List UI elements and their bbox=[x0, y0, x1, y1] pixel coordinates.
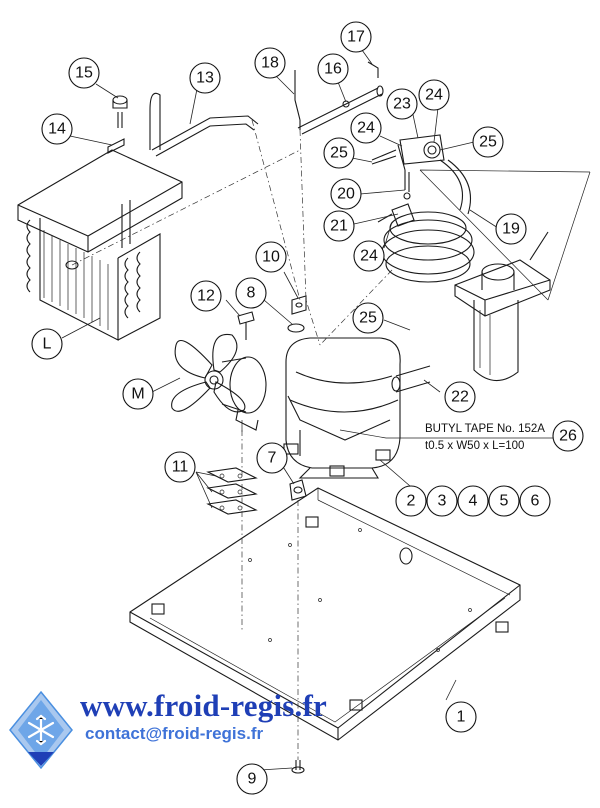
assembly-lines bbox=[71, 119, 591, 760]
discharge-pipe bbox=[107, 92, 259, 157]
callout-22-label: 22 bbox=[451, 389, 469, 406]
callout-9-label: 9 bbox=[248, 771, 257, 788]
callout-M: M bbox=[122, 378, 154, 410]
callout-7-label: 7 bbox=[268, 450, 277, 467]
callout-21-label: 21 bbox=[330, 218, 348, 235]
callout-19: 19 bbox=[495, 213, 527, 245]
callout-11-label: 11 bbox=[172, 459, 189, 476]
callout-17-label: 17 bbox=[347, 29, 365, 46]
callout-20-label: 20 bbox=[337, 186, 355, 203]
accumulator bbox=[454, 231, 551, 382]
callout-25-mid-label: 25 bbox=[359, 310, 377, 327]
base-plate bbox=[129, 487, 521, 741]
callout-26: 26 bbox=[552, 420, 584, 452]
callout-24-mid: 24 bbox=[350, 112, 382, 144]
callout-6-label: 6 bbox=[531, 493, 540, 510]
callout-3: 3 bbox=[426, 485, 458, 517]
callout-M-label: M bbox=[131, 386, 144, 403]
fasteners bbox=[206, 295, 307, 774]
butyl-tape-note: BUTYL TAPE No. 152A t0.5 x W50 x L=100 bbox=[425, 423, 545, 452]
callout-16-label: 16 bbox=[324, 61, 342, 78]
callout-18-label: 18 bbox=[261, 55, 279, 72]
callout-6: 6 bbox=[519, 485, 551, 517]
callout-19-label: 19 bbox=[502, 221, 520, 238]
callout-20: 20 bbox=[330, 178, 362, 210]
callout-25-left: 25 bbox=[323, 137, 355, 169]
leader-lines bbox=[61, 49, 499, 771]
callout-25-right: 25 bbox=[472, 126, 504, 158]
callout-2: 2 bbox=[395, 485, 427, 517]
callout-11: 11 bbox=[164, 451, 196, 483]
callout-1: 1 bbox=[445, 701, 477, 733]
callout-10: 10 bbox=[255, 241, 287, 273]
callout-18: 18 bbox=[254, 47, 286, 79]
callout-24-low: 24 bbox=[353, 240, 385, 272]
callout-24-top-label: 24 bbox=[425, 87, 443, 104]
callout-8-label: 8 bbox=[247, 285, 256, 302]
callout-13: 13 bbox=[189, 62, 221, 94]
callout-15-label: 15 bbox=[75, 65, 93, 82]
callout-15: 15 bbox=[68, 57, 100, 89]
callout-26-label: 26 bbox=[559, 428, 577, 445]
callout-2-label: 2 bbox=[407, 493, 416, 510]
butyl-tape-line2: t0.5 x W50 x L=100 bbox=[425, 440, 524, 452]
callout-23-label: 23 bbox=[393, 96, 411, 113]
callout-5-label: 5 bbox=[500, 493, 509, 510]
evaporator-coil bbox=[371, 134, 475, 283]
callout-4-label: 4 bbox=[469, 493, 478, 510]
callout-25-mid: 25 bbox=[352, 302, 384, 334]
callout-3-label: 3 bbox=[438, 493, 447, 510]
callout-24-mid-label: 24 bbox=[357, 120, 375, 137]
callout-16: 16 bbox=[317, 53, 349, 85]
compressor bbox=[283, 337, 431, 479]
callout-7: 7 bbox=[256, 442, 288, 474]
callout-12: 12 bbox=[190, 280, 222, 312]
callout-14-label: 14 bbox=[48, 121, 66, 138]
callout-L-label: L bbox=[43, 336, 52, 353]
callout-14: 14 bbox=[41, 113, 73, 145]
callout-23: 23 bbox=[386, 88, 418, 120]
callout-13-label: 13 bbox=[196, 70, 214, 87]
callout-25-left-label: 25 bbox=[330, 145, 348, 162]
callout-1-label: 1 bbox=[457, 709, 466, 726]
condenser-L bbox=[17, 149, 183, 341]
callout-12-label: 12 bbox=[197, 288, 215, 305]
callout-22: 22 bbox=[444, 381, 476, 413]
callout-L: L bbox=[31, 328, 63, 360]
callout-4: 4 bbox=[457, 485, 489, 517]
callout-8: 8 bbox=[235, 277, 267, 309]
callout-24-low-label: 24 bbox=[360, 248, 378, 265]
callout-17: 17 bbox=[340, 21, 372, 53]
callout-25-right-label: 25 bbox=[479, 134, 497, 151]
callout-5: 5 bbox=[488, 485, 520, 517]
callout-9: 9 bbox=[236, 763, 268, 795]
callout-10-label: 10 bbox=[262, 249, 280, 266]
butyl-tape-line1: BUTYL TAPE No. 152A bbox=[425, 423, 545, 435]
callout-24-top: 24 bbox=[418, 79, 450, 111]
callout-21: 21 bbox=[323, 210, 355, 242]
fan-motor bbox=[171, 333, 267, 432]
